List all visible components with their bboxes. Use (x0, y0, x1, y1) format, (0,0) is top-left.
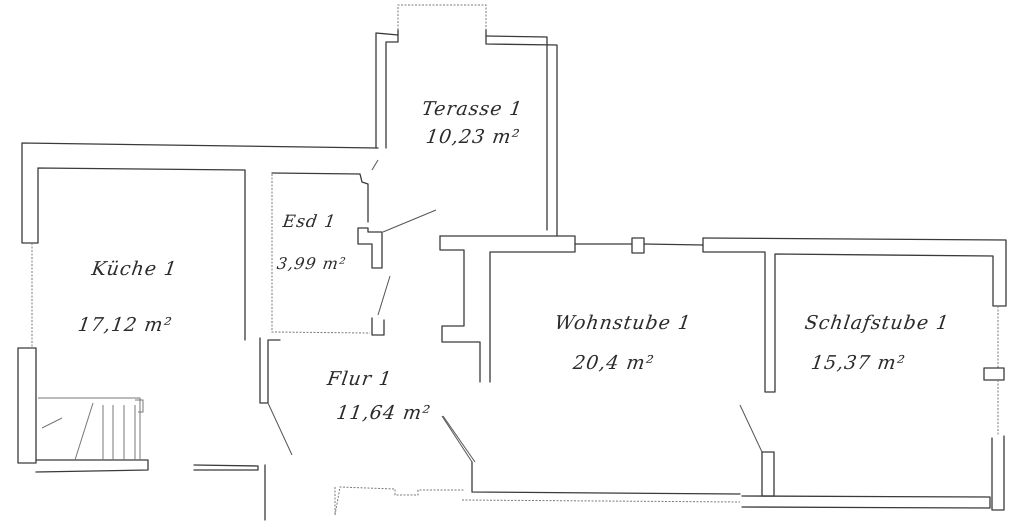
room-name: Flur 1 (325, 368, 394, 390)
room-name: Schlafstube 1 (803, 312, 951, 334)
flur-walls (259, 337, 476, 521)
stairs (38, 397, 144, 461)
room-terrasse: Terasse 1 10,23 m² (416, 98, 525, 148)
room-area: 3,99 m² (275, 254, 348, 273)
kueche-walls (17, 142, 379, 473)
room-name: Terasse 1 (420, 98, 525, 120)
terrasse-walls (371, 4, 558, 237)
room-area: 10,23 m² (424, 126, 522, 148)
room-area: 11,64 m² (335, 402, 433, 424)
room-schlafstube: Schlafstube 1 15,37 m² (798, 312, 951, 374)
room-flur: Flur 1 11,64 m² (321, 368, 437, 424)
room-esd: Esd 1 3,99 m² (276, 212, 354, 273)
room-name: Esd 1 (281, 212, 338, 232)
wohnstube-walls (439, 235, 1007, 503)
room-area: 17,12 m² (76, 314, 174, 336)
schlafstube-walls (739, 306, 1005, 511)
room-kueche: Küche 1 17,12 m² (77, 258, 182, 336)
esd-walls (271, 172, 437, 336)
room-name: Küche 1 (90, 258, 179, 280)
room-area: 15,37 m² (809, 352, 907, 374)
room-wohnstube: Wohnstube 1 20,4 m² (548, 312, 693, 374)
room-name: Wohnstube 1 (553, 312, 693, 334)
room-area: 20,4 m² (571, 352, 656, 374)
